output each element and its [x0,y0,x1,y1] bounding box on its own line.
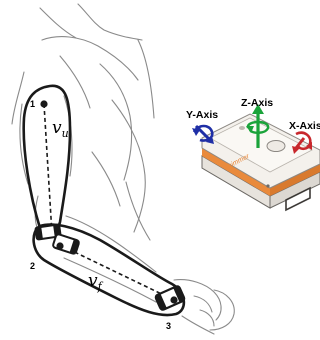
upper-arm-vector-label: vu [52,118,69,140]
body-sketch [12,4,234,334]
elbow-sensor-forearm [52,234,79,255]
joint-3-label: 3 [166,321,171,331]
joint-3-dot [170,296,177,303]
joint-1-label: 1 [30,99,35,109]
joint-2-dot [56,242,63,249]
joint-2-label: 2 [30,261,35,271]
wrist-sensor [155,285,185,310]
joint-1-dot [40,100,47,107]
z-axis-label: Z-Axis [241,97,273,109]
x-axis-label: X-Axis [289,120,320,132]
y-axis-label: Y-Axis [186,109,218,121]
